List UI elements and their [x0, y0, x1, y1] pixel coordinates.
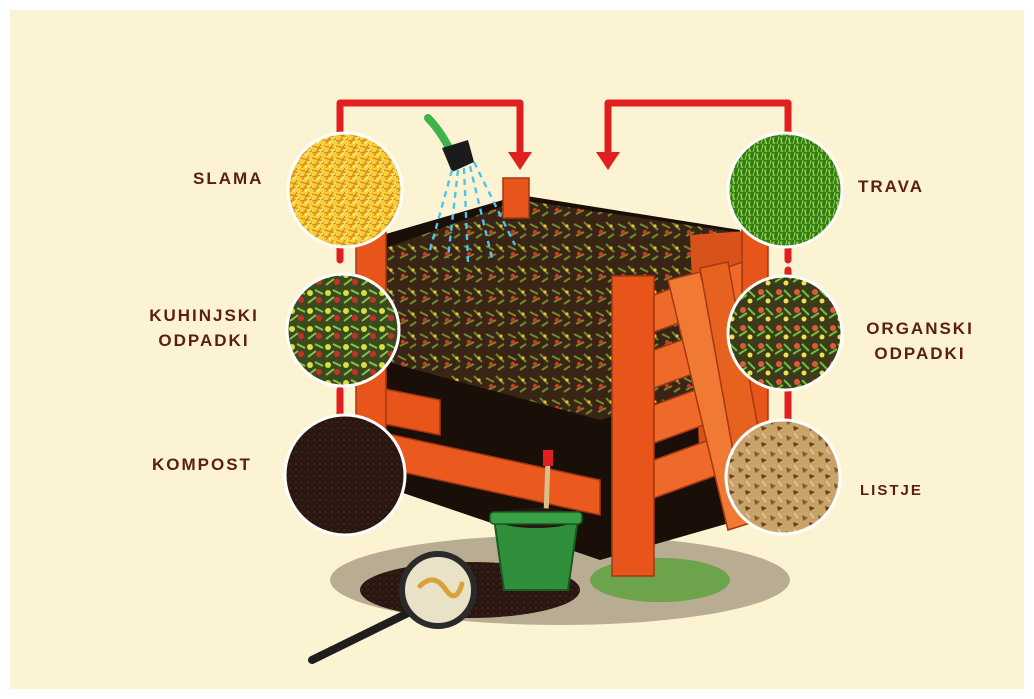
post-front — [612, 276, 654, 576]
label-listje: LISTJE — [860, 478, 923, 503]
arrow-down-left-icon — [508, 152, 532, 170]
label-trava: TRAVA — [858, 174, 924, 199]
grass-texture-circle — [728, 133, 842, 247]
post-back — [503, 178, 529, 218]
grass-patch — [590, 558, 730, 602]
label-kompost: KOMPOST — [152, 452, 252, 477]
leaves-texture-circle — [726, 420, 840, 534]
label-organski-odpadki: ORGANSKI ODPADKI — [856, 316, 984, 366]
organic-waste-circle — [728, 276, 842, 390]
compost-soil-circle — [285, 415, 405, 535]
straw-texture-circle — [288, 133, 402, 247]
arrow-down-right-icon — [596, 152, 620, 170]
label-kuhinjski-odpadki: KUHINJSKI ODPADKI — [140, 303, 268, 353]
label-slama: SLAMA — [193, 166, 263, 191]
kitchen-waste-circle — [287, 274, 399, 386]
